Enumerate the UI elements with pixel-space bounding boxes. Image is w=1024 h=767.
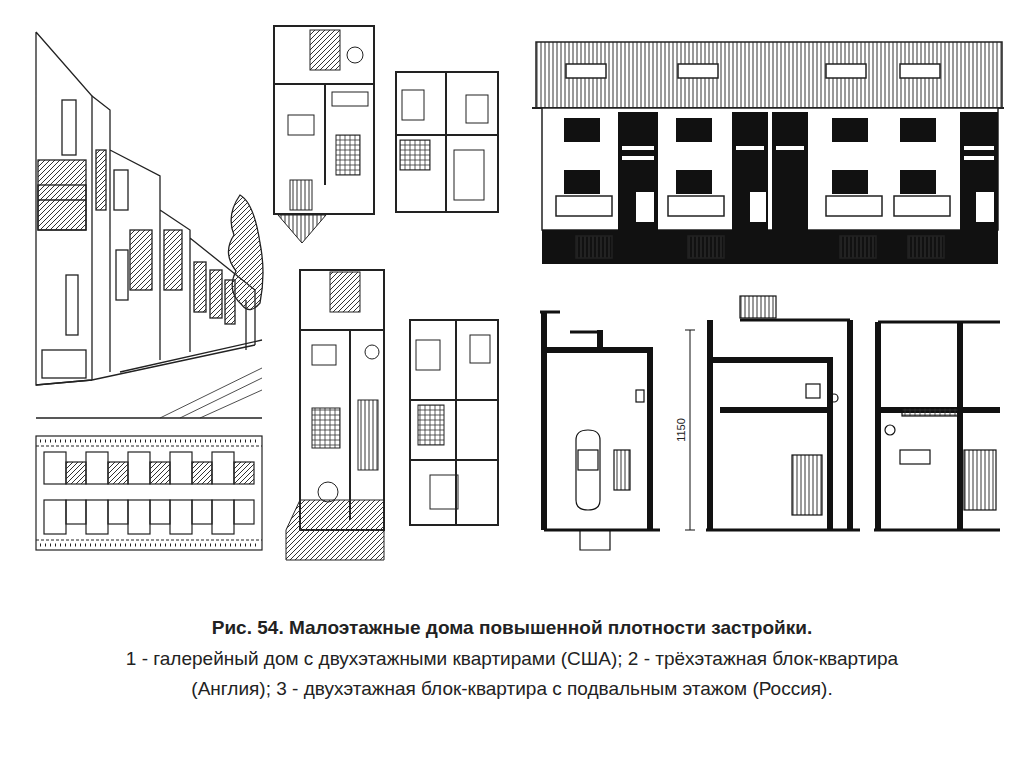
block-plans — [540, 296, 1000, 550]
figure-title: Рис. 54. Малоэтажные дома повышенной пло… — [60, 614, 964, 642]
facade-elevation — [532, 42, 1004, 264]
floor-plans — [274, 26, 498, 560]
dimension-label: 1150 — [675, 417, 687, 443]
site-plan — [36, 436, 262, 550]
perspective-sketch — [36, 32, 263, 418]
figure-caption: 1 - галерейный дом с двухэтажными кварти… — [92, 644, 932, 704]
